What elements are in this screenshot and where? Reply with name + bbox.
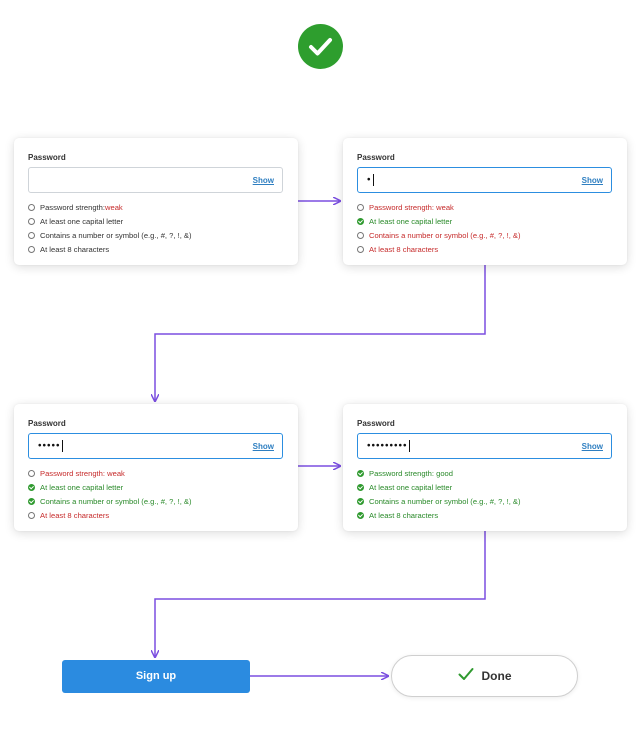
empty-circle-icon — [28, 217, 35, 225]
rule-text: Contains a number or symbol (e.g., #, ?,… — [40, 496, 192, 506]
password-card-one-char: Password • Show Password strength: weak … — [343, 138, 627, 265]
empty-circle-icon — [28, 469, 35, 477]
empty-circle-icon — [28, 245, 35, 253]
done-label: Done — [481, 669, 512, 683]
password-rules: Password strength: weak At least one cap… — [357, 200, 521, 256]
empty-circle-icon — [28, 511, 35, 519]
success-check-icon — [298, 24, 343, 69]
password-input[interactable]: Show — [28, 167, 283, 193]
text-caret — [408, 440, 410, 452]
rule-text: At least one capital letter — [369, 482, 453, 492]
rule-text: Password strength: weak — [369, 202, 454, 212]
rule-capital: At least one capital letter — [357, 480, 521, 494]
check-circle-icon — [28, 483, 35, 491]
password-value: • — [367, 174, 374, 187]
strength-value: weak — [105, 202, 123, 212]
rule-text: At least one capital letter — [40, 216, 124, 226]
empty-circle-icon — [28, 203, 35, 211]
password-input[interactable]: ••••• Show — [28, 433, 283, 459]
show-password-link[interactable]: Show — [252, 442, 274, 451]
text-caret — [372, 174, 374, 186]
rule-text: At least one capital letter — [369, 216, 453, 226]
rule-length: At least 8 characters — [28, 242, 192, 256]
password-label: Password — [357, 153, 395, 162]
password-rules: Password strength: good At least one cap… — [357, 466, 521, 522]
rule-text: At least 8 characters — [369, 244, 439, 254]
check-circle-icon — [357, 497, 364, 505]
password-card-five-chars: Password ••••• Show Password strength: w… — [14, 404, 298, 531]
rule-strength: Password strength: weak — [28, 466, 192, 480]
rule-text: Contains a number or symbol (e.g., #, ?,… — [40, 230, 192, 240]
password-label: Password — [28, 419, 66, 428]
rule-length: At least 8 characters — [357, 508, 521, 522]
arrow-card4-to-signup — [155, 531, 486, 657]
rule-capital: At least one capital letter — [28, 214, 192, 228]
rule-text: Contains a number or symbol (e.g., #, ?,… — [369, 496, 521, 506]
empty-circle-icon — [357, 203, 364, 211]
password-dots: • — [367, 174, 372, 186]
show-password-link[interactable]: Show — [581, 176, 603, 185]
rule-number-symbol: Contains a number or symbol (e.g., #, ?,… — [28, 228, 192, 242]
password-card-nine-chars: Password ••••••••• Show Password strengt… — [343, 404, 627, 531]
empty-circle-icon — [357, 245, 364, 253]
rule-text: At least one capital letter — [40, 482, 124, 492]
password-card-empty: Password Show Password strength: weak At… — [14, 138, 298, 265]
password-input[interactable]: • Show — [357, 167, 612, 193]
rule-number-symbol: Contains a number or symbol (e.g., #, ?,… — [357, 494, 521, 508]
text-caret — [61, 440, 63, 452]
password-value: ••••••••• — [367, 440, 410, 453]
rule-text: Password strength: weak — [40, 468, 125, 478]
rule-capital: At least one capital letter — [28, 480, 192, 494]
rule-text: Password strength: good — [369, 468, 454, 478]
rule-strength: Password strength: weak — [357, 200, 521, 214]
rule-length: At least 8 characters — [28, 508, 192, 522]
rule-text: At least 8 characters — [369, 510, 439, 520]
rule-text: Contains a number or symbol (e.g., #, ?,… — [369, 230, 521, 240]
arrow-card2-to-card3 — [155, 265, 486, 401]
password-rules: Password strength: weak At least one cap… — [28, 200, 192, 256]
empty-circle-icon — [28, 231, 35, 239]
check-circle-icon — [357, 217, 364, 225]
show-password-link[interactable]: Show — [581, 442, 603, 451]
password-dots: ••••••••• — [367, 440, 408, 452]
checkmark-icon — [458, 667, 474, 686]
rule-strength-label: Password strength: — [40, 202, 105, 212]
password-label: Password — [357, 419, 395, 428]
rule-capital: At least one capital letter — [357, 214, 521, 228]
rule-number-symbol: Contains a number or symbol (e.g., #, ?,… — [28, 494, 192, 508]
check-circle-icon — [357, 469, 364, 477]
rule-text: At least 8 characters — [40, 244, 110, 254]
empty-circle-icon — [357, 231, 364, 239]
rule-strength: Password strength: good — [357, 466, 521, 480]
check-circle-icon — [28, 497, 35, 505]
rule-length: At least 8 characters — [357, 242, 521, 256]
password-dots: ••••• — [38, 440, 61, 452]
rule-number-symbol: Contains a number or symbol (e.g., #, ?,… — [357, 228, 521, 242]
rule-text: At least 8 characters — [40, 510, 110, 520]
password-rules: Password strength: weak At least one cap… — [28, 466, 192, 522]
done-status: Done — [391, 655, 578, 697]
password-input[interactable]: ••••••••• Show — [357, 433, 612, 459]
show-password-link[interactable]: Show — [252, 176, 274, 185]
password-label: Password — [28, 153, 66, 162]
check-circle-icon — [357, 483, 364, 491]
password-value: ••••• — [38, 440, 63, 453]
check-circle-icon — [357, 511, 364, 519]
rule-strength: Password strength: weak — [28, 200, 192, 214]
sign-up-button[interactable]: Sign up — [62, 660, 250, 693]
